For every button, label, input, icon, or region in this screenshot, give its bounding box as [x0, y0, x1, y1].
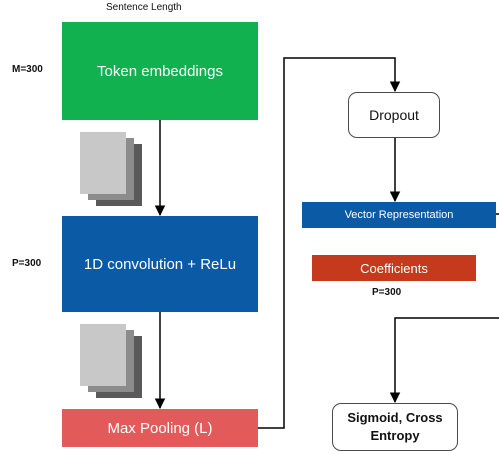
vector-representation-label: Vector Representation [344, 209, 454, 221]
p-dimension-label-right: P=300 [372, 287, 402, 298]
max-pooling-label: Max Pooling (L) [107, 419, 213, 437]
dropout-label: Dropout [369, 107, 419, 123]
convolution-block: 1D convolution + ReLu [62, 216, 258, 312]
token-embeddings-label: Token embeddings [97, 62, 223, 80]
max-pooling-block: Max Pooling (L) [62, 409, 258, 447]
token-embeddings-block: Token embeddings [62, 22, 258, 120]
p-dimension-label: P=300 [12, 258, 42, 269]
coefficients-label: Coefficients [360, 260, 428, 276]
vector-representation-block: Vector Representation [302, 202, 496, 228]
convolution-label: 1D convolution + ReLu [83, 255, 237, 273]
dropout-block: Dropout [348, 92, 440, 138]
sigmoid-cross-entropy-block: Sigmoid, Cross Entropy [332, 403, 458, 451]
top-label: Sentence Length [106, 2, 182, 13]
sigmoid-cross-entropy-label: Sigmoid, Cross Entropy [347, 410, 443, 443]
page-front [80, 132, 126, 194]
document-stack-icon [78, 132, 146, 206]
arrow-pooling-to-dropout [258, 57, 401, 429]
m-dimension-label: M=300 [12, 64, 43, 75]
document-stack-icon [78, 324, 146, 398]
page-front [80, 324, 126, 386]
arrow-coefficients-to-output [389, 317, 499, 404]
coefficients-block: Coefficients [312, 255, 476, 281]
